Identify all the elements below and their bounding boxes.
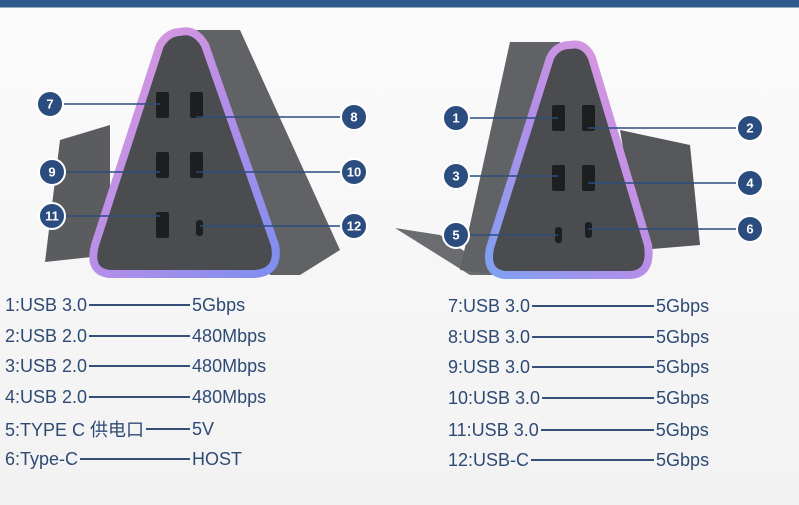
- port-label: 2:USB 2.0: [5, 325, 88, 346]
- callout-number: 10: [347, 165, 361, 180]
- leader-line: [532, 366, 655, 368]
- port-label: 12:USB-C: [448, 449, 530, 470]
- callout-circle: [442, 162, 470, 190]
- port-label: 7:USB 3.0: [448, 295, 531, 316]
- port-speed: 5Gbps: [656, 387, 710, 408]
- callout-6: 6: [736, 215, 764, 243]
- port-label: 4:USB 2.0: [5, 386, 88, 407]
- right-device: [395, 40, 738, 279]
- port-label: 6:Type-C: [5, 448, 79, 469]
- port-label: 9:USB 3.0: [448, 356, 531, 377]
- spec-row: 9:USB 3.0 5Gbps: [448, 355, 709, 379]
- callout-10: 10: [340, 158, 368, 186]
- callout-number: 1: [452, 111, 459, 126]
- callout-number: 2: [746, 121, 753, 136]
- callout-number: 11: [45, 209, 59, 224]
- callout-9: 9: [38, 158, 66, 186]
- port-speed: 5Gbps: [655, 419, 709, 440]
- callout-circle: [38, 158, 66, 186]
- spec-row: 1:USB 3.0 5Gbps: [5, 293, 245, 317]
- callout-circle: [36, 90, 64, 118]
- leader-line: [89, 335, 191, 337]
- callout-number: 6: [746, 222, 753, 237]
- callout-circle: [340, 158, 368, 186]
- port-label: 11:USB 3.0: [448, 419, 539, 440]
- spec-row: 2:USB 2.0 480Mbps: [5, 324, 266, 348]
- leader-line: [89, 365, 191, 367]
- callout-number: 8: [350, 110, 357, 125]
- spec-row: 7:USB 3.0 5Gbps: [448, 294, 709, 318]
- leader-line: [540, 429, 654, 431]
- callout-circle: [442, 104, 470, 132]
- leader-line: [89, 396, 191, 398]
- leader-line: [542, 397, 655, 399]
- port-label: 10:USB 3.0: [448, 387, 541, 408]
- leader-line: [80, 458, 191, 460]
- callout-1: 1: [442, 104, 470, 132]
- callout-11: 11: [38, 202, 66, 230]
- leader-line: [146, 428, 191, 430]
- callout-3: 3: [442, 162, 470, 190]
- port-speed: 480Mbps: [192, 355, 267, 376]
- callout-circle: [736, 114, 764, 142]
- spec-row: 12:USB-C 5Gbps: [448, 448, 709, 472]
- callout-circle: [340, 103, 368, 131]
- callout-number: 9: [48, 165, 55, 180]
- leader-line: [532, 336, 655, 338]
- port-speed: 480Mbps: [192, 325, 267, 346]
- callout-number: 12: [347, 219, 361, 234]
- callout-circle: [736, 169, 764, 197]
- header-banner: [0, 0, 799, 8]
- callout-number: 5: [452, 228, 459, 243]
- callout-4: 4: [736, 169, 764, 197]
- leader-line: [531, 459, 655, 461]
- callout-circle: [736, 215, 764, 243]
- callout-12: 12: [340, 212, 368, 240]
- port-speed: 5Gbps: [192, 294, 246, 315]
- spec-row: 5:TYPE C 供电口 5V: [5, 417, 214, 441]
- spec-row: 10:USB 3.0 5Gbps: [448, 386, 709, 410]
- callout-number: 4: [746, 176, 754, 191]
- callout-5: 5: [442, 221, 470, 249]
- spec-row: 11:USB 3.0 5Gbps: [448, 418, 709, 442]
- port-label: 5:TYPE C 供电口: [5, 420, 145, 440]
- callout-number: 7: [46, 97, 53, 112]
- port-speed: 5Gbps: [656, 449, 710, 470]
- callout-7: 7: [36, 90, 64, 118]
- callout-circle: [442, 221, 470, 249]
- spec-row: 3:USB 2.0 480Mbps: [5, 354, 266, 378]
- port-speed: 5Gbps: [656, 356, 710, 377]
- callout-circle: [38, 202, 66, 230]
- leader-line: [89, 304, 191, 306]
- callout-2: 2: [736, 114, 764, 142]
- callout-number: 3: [452, 169, 459, 184]
- leader-line: [532, 305, 655, 307]
- spec-row: 6:Type-C HOST: [5, 447, 242, 471]
- spec-row: 4:USB 2.0 480Mbps: [5, 385, 266, 409]
- port-speed: HOST: [192, 448, 243, 469]
- port-speed: 5V: [192, 418, 215, 439]
- spec-row: 8:USB 3.0 5Gbps: [448, 325, 709, 349]
- port-speed: 480Mbps: [192, 386, 267, 407]
- callout-circle: [340, 212, 368, 240]
- port-label: 1:USB 3.0: [5, 294, 88, 315]
- port-label: 3:USB 2.0: [5, 355, 88, 376]
- port-speed: 5Gbps: [656, 326, 710, 347]
- callout-8: 8: [340, 103, 368, 131]
- left-device: [45, 27, 342, 278]
- port-speed: 5Gbps: [656, 295, 710, 316]
- port-label: 8:USB 3.0: [448, 326, 531, 347]
